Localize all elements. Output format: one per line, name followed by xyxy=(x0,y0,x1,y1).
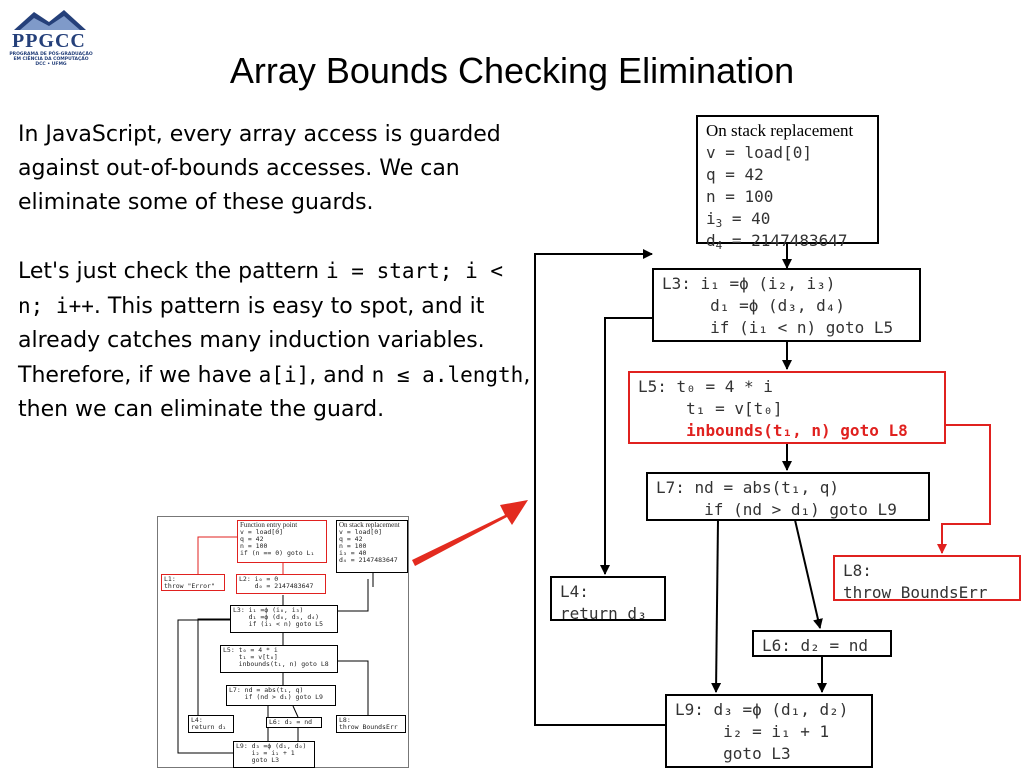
l6-label: L6: xyxy=(762,636,791,655)
l7-line-2: if (nd > d₁) goto L9 xyxy=(656,500,897,519)
thumbnail-edges xyxy=(177,536,374,754)
l6-block: L6: d₂ = nd xyxy=(752,630,892,657)
l3-line-1: i₁ =ϕ (i₂, i₃) xyxy=(690,274,836,293)
l6-line-1: d₂ = nd xyxy=(790,636,868,655)
l8-block: L8: throw BoundsErr xyxy=(833,555,1021,602)
edge-l7-l9 xyxy=(711,519,722,693)
pattern-text-1: Let's just check the pattern xyxy=(18,259,326,284)
full-cfg-thumbnail: Function entry point v = load[0] q = 42 … xyxy=(157,516,409,768)
thumb-l4-block: L4: return d₁ xyxy=(188,715,234,733)
zoom-arrow-icon xyxy=(412,500,528,566)
edge-l5-l8 xyxy=(937,424,991,554)
l9-line-1: d₃ =ϕ (d₁, d₂) xyxy=(703,700,849,719)
pattern-code: i = start; i < n; i++ xyxy=(18,259,504,318)
thumb-l8-block: L8: throw BoundsErr xyxy=(336,715,406,733)
l9-block: L9: d₃ =ϕ (d₁, d₂) i₂ = i₁ + 1 goto L3 xyxy=(665,694,873,768)
l7-label: L7: xyxy=(656,478,685,497)
edge-l9-l3 xyxy=(534,249,665,726)
edge-l7-l6 xyxy=(794,519,823,629)
thumb-l9-block: L9: d₃ =ϕ (d₁, d₀) i₂ = i₁ + 1 goto L3 xyxy=(233,741,315,768)
pattern-paragraph: Let's just check the pattern i = start; … xyxy=(18,254,538,427)
intro-paragraph: In JavaScript, every array access is gua… xyxy=(18,122,501,215)
pattern-text-2: . This pattern is easy to spot, and it a… xyxy=(18,294,485,388)
l3-label: L3: xyxy=(662,274,691,293)
thumb-entry-block: Function entry point v = load[0] q = 42 … xyxy=(237,520,327,563)
l7-line-1: nd = abs(t₁, q) xyxy=(684,478,840,497)
l8-line-2: throw BoundsErr xyxy=(843,583,988,602)
thumb-l5-block: L5: t₀ = 4 * i t₁ = v[t₀] inbounds(t₁, n… xyxy=(220,645,338,673)
l3-line-3: if (i₁ < n) goto L5 xyxy=(662,318,894,337)
osr-line-5: d4 = 2147483647 xyxy=(706,231,848,252)
l4-line-1: L4: xyxy=(560,582,589,601)
osr-header: On stack replacement xyxy=(706,121,854,140)
ppgcc-logo: PPGCC PROGRAMA DE PÓS-GRADUAÇÃO EM CIÊNC… xyxy=(4,6,94,68)
osr-line-2: q = 42 xyxy=(706,165,764,184)
l7-block: L7: nd = abs(t₁, q) if (nd > d₁) goto L9 xyxy=(646,472,930,521)
thumb-osr-block: On stack replacement v = load[0] q = 42 … xyxy=(336,520,408,573)
l3-block: L3: i₁ =ϕ (i₂, i₃) d₁ =ϕ (d₃, d₄) if (i₁… xyxy=(652,268,921,342)
osr-line-3: n = 100 xyxy=(706,187,774,206)
thumb-l1-block: L1: throw "Error" xyxy=(161,574,225,591)
thumb-l7-block: L7: nd = abs(t₁, q) if (nd > d₁) goto L9 xyxy=(226,685,336,706)
length-condition-code: n ≤ a.length xyxy=(371,363,524,387)
l4-line-2: return d₃ xyxy=(560,604,647,623)
l5-line-1: t₀ = 4 * i xyxy=(666,377,773,396)
logo-emblem-icon xyxy=(14,10,86,30)
l5-inbounds-check: inbounds(t₁, n) goto L8 xyxy=(686,421,908,440)
slide-title: Array Bounds Checking Elimination xyxy=(229,50,795,91)
thumb-l3-block: L3: i₁ =ϕ (i₀, i₃) d₁ =ϕ (d₀, d₃, d₄) if… xyxy=(230,605,338,633)
l4-block: L4: return d₃ xyxy=(550,576,666,623)
thumb-l6-block: L6: d₂ = nd xyxy=(266,717,322,728)
pattern-text-3: , and xyxy=(309,363,372,388)
thumb-l2-block: L2: i₀ = 0 d₀ = 2147483647 xyxy=(236,574,326,594)
osr-line-4: i3 = 40 xyxy=(706,209,771,230)
pattern-text-4: , then we can eliminate the guard. xyxy=(18,363,531,422)
osr-block: On stack replacement v = load[0] q = 42 … xyxy=(696,115,879,251)
l5-block: L5: t₀ = 4 * i t₁ = v[t₀] inbounds(t₁, n… xyxy=(628,371,946,444)
l9-line-3: goto L3 xyxy=(675,744,791,763)
l3-line-2: d₁ =ϕ (d₃, d₄) xyxy=(662,296,846,315)
l9-line-2: i₂ = i₁ + 1 xyxy=(675,722,830,741)
l5-label: L5: xyxy=(638,377,667,396)
l9-label: L9: xyxy=(675,700,704,719)
logo-subtitle: PROGRAMA DE PÓS-GRADUAÇÃO EM CIÊNCIA DA … xyxy=(9,52,93,67)
edge-l3-l4 xyxy=(600,317,652,575)
l8-line-1: L8: xyxy=(843,561,872,580)
l5-line-2: t₁ = v[t₀] xyxy=(638,399,783,418)
array-access-code: a[i] xyxy=(258,363,310,387)
osr-line-1: v = load[0] xyxy=(706,143,812,162)
logo-name: PPGCC xyxy=(12,30,86,52)
